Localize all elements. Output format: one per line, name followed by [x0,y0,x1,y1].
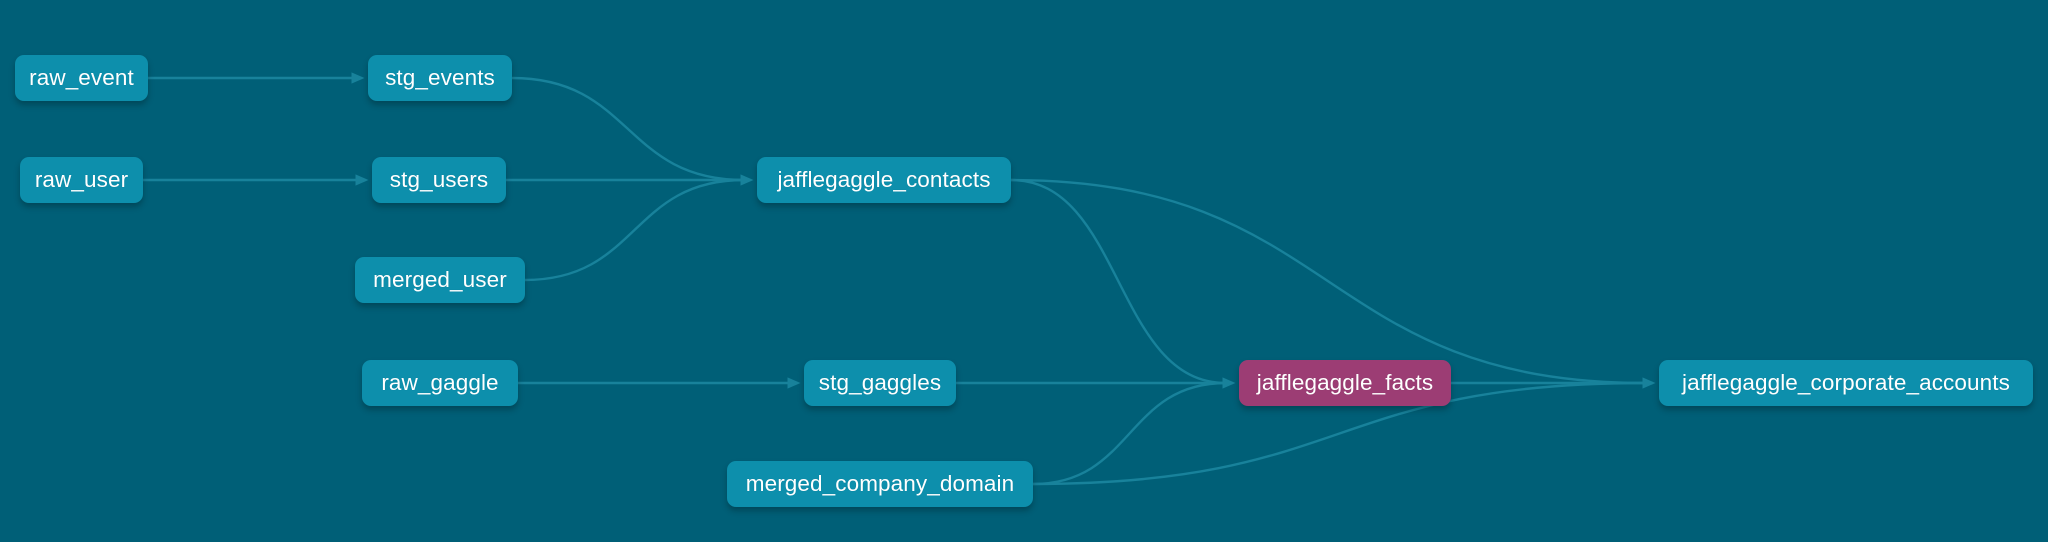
graph-node-label: stg_events [385,64,495,90]
graph-edge-jafflegaggle_contacts-to-jafflegaggle_facts [1009,178,1228,385]
graph-node-label: stg_users [389,166,489,192]
graph-node-merged_user[interactable]: merged_user [355,257,525,303]
graph-node-label: jafflegaggle_contacts [777,166,991,192]
graph-edge-stg_events-to-jafflegaggle_contacts [510,76,746,182]
graph-edge-merged_company_domain-to-jafflegaggle_corporate_accounts [1031,381,1648,486]
graph-edge-arrowhead-jafflegaggle_facts [1222,377,1236,389]
graph-node-raw_gaggle[interactable]: raw_gaggle [362,360,518,406]
graph-node-stg_gaggles[interactable]: stg_gaggles [804,360,956,406]
graph-node-label: raw_event [29,64,134,90]
graph-node-label: merged_company_domain [745,470,1015,496]
graph-edge-arrowhead-jafflegaggle_contacts [740,174,754,186]
graph-node-label: raw_user [34,166,129,192]
graph-node-label: merged_user [373,266,507,292]
graph-node-jafflegaggle_corporate_accounts[interactable]: jafflegaggle_corporate_accounts [1659,360,2033,406]
graph-edge-jafflegaggle_contacts-to-jafflegaggle_corporate_accounts [1009,178,1648,385]
graph-node-merged_company_domain[interactable]: merged_company_domain [727,461,1033,507]
graph-node-raw_user[interactable]: raw_user [20,157,143,203]
graph-node-stg_users[interactable]: stg_users [372,157,506,203]
graph-edge-merged_company_domain-to-jafflegaggle_facts [1031,381,1228,486]
graph-edge-arrowhead-jafflegaggle_corporate_accounts [1642,377,1656,389]
graph-node-jafflegaggle_contacts[interactable]: jafflegaggle_contacts [757,157,1011,203]
graph-node-label: raw_gaggle [381,369,499,395]
graph-edge-arrowhead-stg_gaggles [787,377,801,389]
graph-edge-merged_user-to-jafflegaggle_contacts [523,178,746,282]
graph-edge-arrowhead-stg_users [355,174,369,186]
graph-node-jafflegaggle_facts[interactable]: jafflegaggle_facts [1239,360,1451,406]
graph-edge-arrowhead-stg_events [351,72,365,84]
graph-node-label: jafflegaggle_facts [1256,369,1434,395]
graph-node-stg_events[interactable]: stg_events [368,55,512,101]
graph-node-label: stg_gaggles [818,369,942,395]
graph-node-raw_event[interactable]: raw_event [15,55,148,101]
graph-node-label: jafflegaggle_corporate_accounts [1682,369,2010,395]
